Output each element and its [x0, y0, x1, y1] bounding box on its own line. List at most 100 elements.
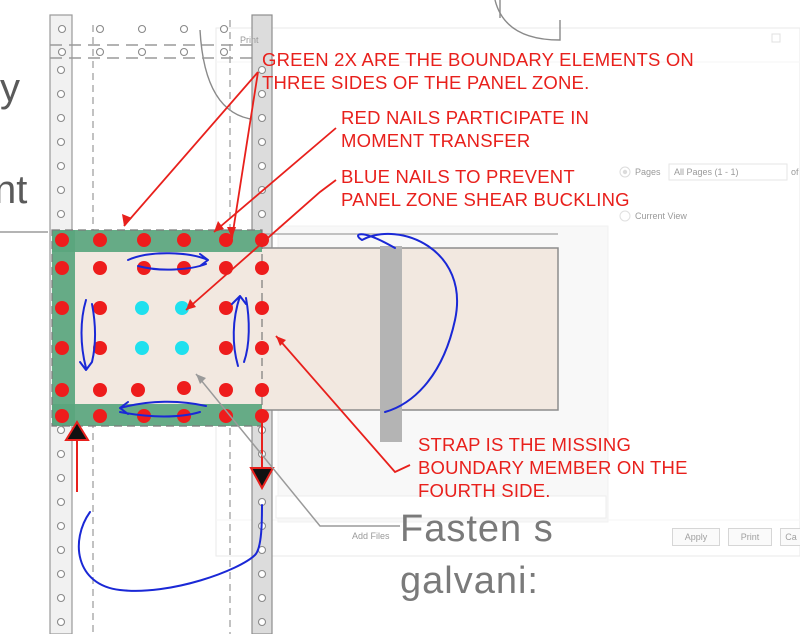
red-nail — [255, 261, 269, 275]
plate-nail-hole — [95, 24, 105, 34]
plate-nail-hole — [95, 47, 105, 57]
left-shear-arrow — [79, 299, 96, 371]
stud-nail-hole — [257, 569, 267, 579]
stud-nail-hole — [56, 449, 66, 459]
pages-radio — [619, 166, 631, 178]
stud-nail-hole — [257, 65, 267, 75]
red-nail — [219, 409, 233, 423]
annotation-leaders — [123, 71, 411, 474]
plate-nail-hole — [137, 47, 147, 57]
pages-of-label: of — [791, 167, 799, 177]
fasten-text-line1: Fasten s — [400, 508, 554, 550]
pages-label[interactable]: Pages — [635, 167, 661, 177]
stud-nail-hole — [56, 569, 66, 579]
cancel-button[interactable]: Ca — [780, 528, 800, 546]
red-nail — [55, 301, 69, 315]
red-nail — [55, 409, 69, 423]
triangle-down-icon — [249, 467, 275, 491]
red-nail — [93, 409, 107, 423]
stud-nail-hole — [56, 473, 66, 483]
red-nail — [93, 383, 107, 397]
dialog-title: Print — [240, 35, 259, 45]
plate-nail-hole — [179, 47, 189, 57]
stud-nail-hole — [56, 617, 66, 627]
strap — [380, 246, 402, 442]
red-nail — [177, 381, 191, 395]
annotation-arrowheads — [122, 214, 286, 346]
stud-nail-hole — [56, 113, 66, 123]
bottom-loop-arrow — [77, 504, 263, 592]
pages-select — [668, 163, 788, 181]
annotation-blue-nails-line1: BLUE NAILS TO PREVENT — [341, 166, 575, 187]
stud-nail-hole — [56, 497, 66, 507]
vertical-force-arrows — [64, 418, 275, 492]
stud-nail-hole — [56, 545, 66, 555]
red-nail — [93, 261, 107, 275]
stud-nail-hole — [257, 113, 267, 123]
stud-nail-hole — [257, 137, 267, 147]
red-nail — [131, 383, 145, 397]
stud-nail-hole — [56, 137, 66, 147]
annotation-strap-line1: STRAP IS THE MISSING — [418, 434, 632, 455]
left-text-fragment-2: nt — [0, 168, 28, 212]
red-nail — [55, 341, 69, 355]
stud-nail-hole — [56, 65, 66, 75]
annotation-green-boundary-line2: THREE SIDES OF THE PANEL ZONE. — [262, 72, 590, 93]
current-view-radio — [619, 210, 631, 222]
panel-zone — [52, 230, 262, 426]
right-shear-arrow — [231, 295, 250, 367]
blue-nail — [135, 341, 149, 355]
blue-nail — [175, 301, 189, 315]
dialog-close-icon — [771, 33, 781, 43]
red-nail — [93, 341, 107, 355]
blue-nail — [135, 301, 149, 315]
plate-nail-hole — [219, 24, 229, 34]
red-nail — [255, 383, 269, 397]
add-files-button[interactable]: Add Files — [352, 531, 390, 541]
blue-nails — [135, 301, 189, 355]
shear-flow-arrows — [77, 232, 458, 592]
print-button[interactable]: Print — [728, 528, 772, 546]
stud-nail-hole — [56, 521, 66, 531]
blue-nail — [175, 341, 189, 355]
pages-select-value[interactable]: All Pages (1 - 1) — [674, 167, 739, 177]
stud-nail-hole — [56, 425, 66, 435]
red-nail — [93, 233, 107, 247]
triangle-up-icon — [64, 420, 90, 441]
stud-nail-hole — [56, 593, 66, 603]
red-nails — [55, 233, 269, 423]
top-shear-arrow — [127, 252, 209, 271]
red-nail — [255, 301, 269, 315]
plate-nail-hole — [179, 24, 189, 34]
stud-nail-hole — [56, 161, 66, 171]
plate-nail-hole — [137, 24, 147, 34]
annotation-red-nails-line1: RED NAILS PARTICIPATE IN — [341, 107, 590, 128]
plate-nail-hole — [57, 47, 67, 57]
annotation-green-boundary-line1: GREEN 2X ARE THE BOUNDARY ELEMENTS ON — [262, 49, 694, 70]
apply-button[interactable]: Apply — [672, 528, 720, 546]
plate-nail-hole — [219, 47, 229, 57]
red-nail — [219, 233, 233, 247]
stud-nail-hole — [56, 185, 66, 195]
bottom-shear-arrow — [119, 400, 207, 418]
red-nail — [219, 261, 233, 275]
stud-nail-hole — [56, 89, 66, 99]
stud-nail-hole — [257, 209, 267, 219]
annotation-strap-line2: BOUNDARY MEMBER ON THE — [418, 457, 688, 478]
red-nail — [177, 233, 191, 247]
red-nail — [219, 383, 233, 397]
red-nail — [55, 383, 69, 397]
red-nail — [137, 233, 151, 247]
annotation-red-nails-line2: MOMENT TRANSFER — [341, 130, 531, 151]
gray-leader — [195, 373, 400, 527]
red-nail — [255, 233, 269, 247]
red-nail — [219, 301, 233, 315]
current-view-label[interactable]: Current View — [635, 211, 687, 221]
stud-nail-hole — [257, 593, 267, 603]
annotation-strap-line3: FOURTH SIDE. — [418, 480, 551, 501]
red-nail — [255, 409, 269, 423]
left-text-fragment-1: y — [0, 66, 20, 110]
file-list-box — [275, 495, 607, 519]
red-nail — [219, 341, 233, 355]
red-nail — [55, 261, 69, 275]
